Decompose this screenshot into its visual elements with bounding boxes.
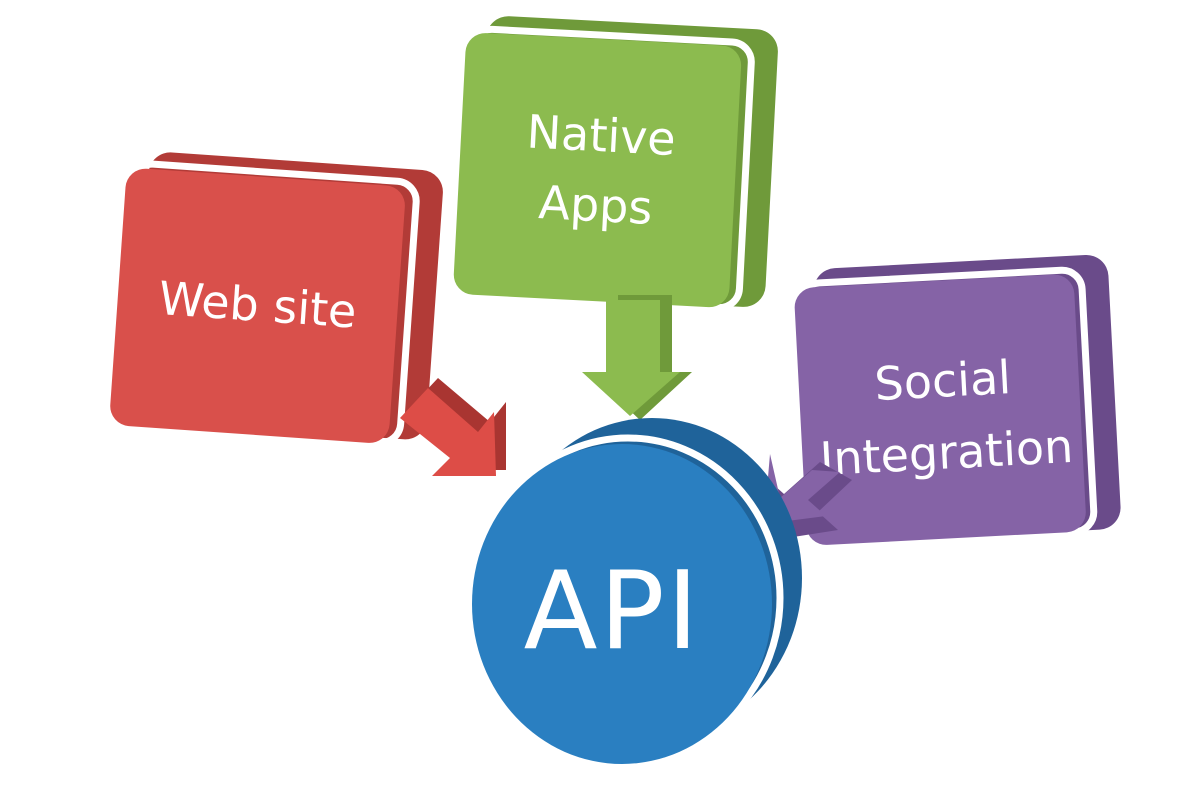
arrow-native-apps-body <box>582 300 680 416</box>
social-label-line2: Integration <box>818 419 1074 486</box>
arrow-website-body <box>400 388 496 476</box>
native-apps-label-line1: Native <box>525 104 677 166</box>
website-box <box>110 168 405 443</box>
native-apps-label-line2: Apps <box>537 175 654 235</box>
arrow-website-to-api <box>400 378 506 476</box>
social-label-line1: Social <box>873 350 1012 411</box>
native-apps-node: Native Apps <box>453 16 778 312</box>
native-apps-box <box>453 33 742 308</box>
social-node: Social Integration <box>794 254 1121 549</box>
arrow-native-apps-to-api <box>582 295 692 420</box>
api-label: API <box>524 549 701 674</box>
api-circle <box>472 444 772 764</box>
social-box <box>794 274 1086 545</box>
website-node: Web site <box>110 152 443 447</box>
api-node: API <box>472 418 802 764</box>
